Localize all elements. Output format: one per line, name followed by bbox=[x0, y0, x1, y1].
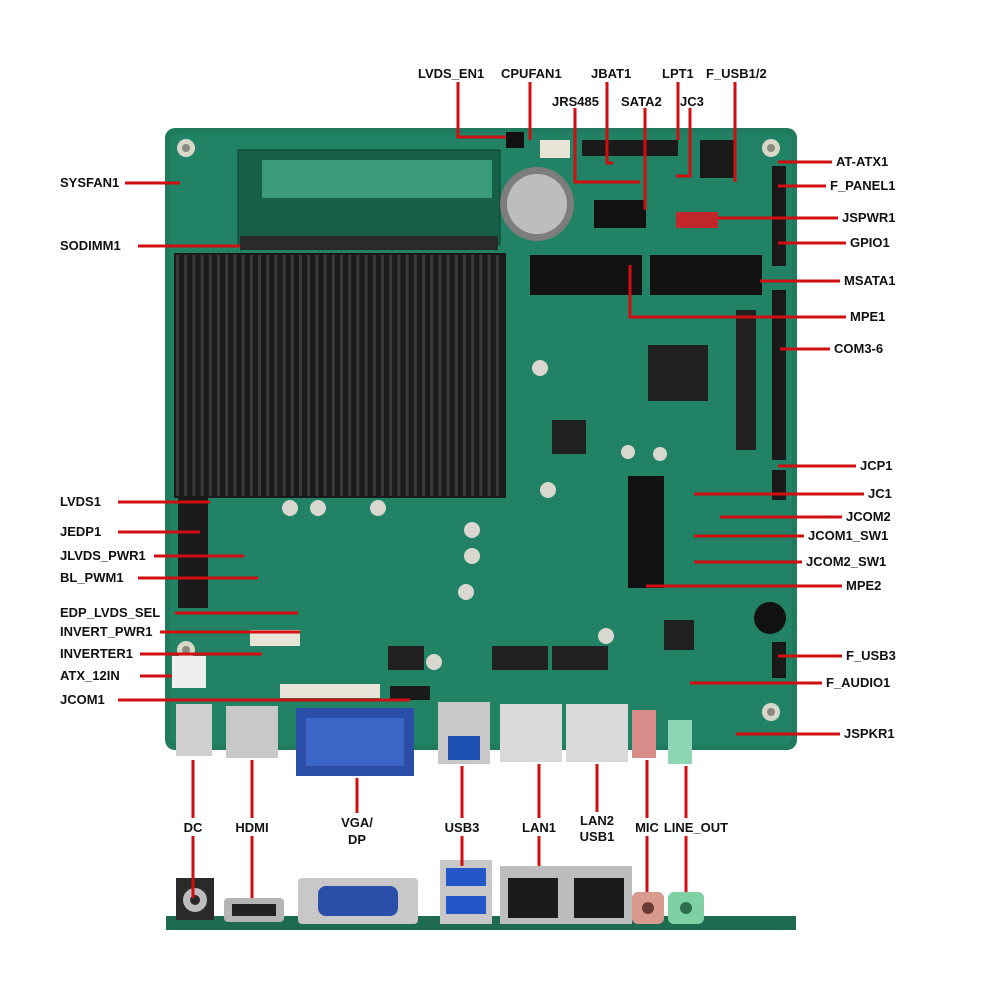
label-sodimm1: SODIMM1 bbox=[60, 238, 121, 253]
label-jbat1: JBAT1 bbox=[591, 66, 632, 81]
heatsink bbox=[174, 253, 506, 498]
label-jc1: JC1 bbox=[868, 486, 892, 501]
label-msata1: MSATA1 bbox=[844, 273, 896, 288]
board-top-view bbox=[165, 128, 797, 776]
label-usb3: USB3 bbox=[444, 820, 480, 835]
label-vga-line1: VGA/ bbox=[341, 815, 373, 830]
label-dc: DC bbox=[183, 820, 203, 835]
label-atx-12in: ATX_12IN bbox=[60, 668, 120, 683]
label-mpe1: MPE1 bbox=[850, 309, 886, 324]
dc-jack-top bbox=[176, 704, 212, 756]
hdmi-port-top bbox=[226, 706, 278, 758]
label-jcom2-sw1: JCOM2_SW1 bbox=[806, 554, 887, 569]
label-sata2: SATA2 bbox=[621, 94, 662, 109]
label-f-audio1: F_AUDIO1 bbox=[826, 675, 891, 690]
label-jrs485: JRS485 bbox=[552, 94, 599, 109]
label-lan2-line1: LAN2 bbox=[580, 813, 614, 828]
line-out-jack-top bbox=[668, 720, 692, 764]
label-jspwr1: JSPWR1 bbox=[842, 210, 896, 225]
lan1-port-top bbox=[500, 704, 562, 762]
label-bl-pwm1: BL_PWM1 bbox=[60, 570, 124, 585]
buzzer bbox=[754, 602, 786, 634]
label-f-panel1: F_PANEL1 bbox=[830, 178, 896, 193]
label-jcp1: JCP1 bbox=[860, 458, 893, 473]
label-f-usb3: F_USB3 bbox=[846, 648, 896, 663]
label-inverter1: INVERTER1 bbox=[60, 646, 133, 661]
label-cpufan1: CPUFAN1 bbox=[501, 66, 562, 81]
leader-lines bbox=[118, 82, 864, 898]
label-hdmi: HDMI bbox=[235, 820, 269, 835]
label-at-atx1: AT-ATX1 bbox=[836, 154, 889, 169]
label-sysfan1: SYSFAN1 bbox=[60, 175, 120, 190]
label-mic: MIC bbox=[635, 820, 659, 835]
mic-jack-top bbox=[632, 710, 656, 758]
label-jcom2: JCOM2 bbox=[846, 509, 891, 524]
label-jc3: JC3 bbox=[680, 94, 704, 109]
label-jlvds-pwr1: JLVDS_PWR1 bbox=[60, 548, 146, 563]
label-lan2-line2: USB1 bbox=[579, 829, 615, 844]
label-lan1: LAN1 bbox=[522, 820, 556, 835]
label-invert-pwr1: INVERT_PWR1 bbox=[60, 624, 153, 639]
lan2-port-top bbox=[566, 704, 628, 762]
label-line-out: LINE_OUT bbox=[663, 820, 729, 835]
label-lpt1: LPT1 bbox=[662, 66, 694, 81]
label-lvds1: LVDS1 bbox=[60, 494, 101, 509]
label-jcom1: JCOM1 bbox=[60, 692, 105, 707]
label-lvds-en1: LVDS_EN1 bbox=[418, 66, 485, 81]
label-jcom1-sw1: JCOM1_SW1 bbox=[808, 528, 889, 543]
rear-panel-view bbox=[166, 860, 796, 930]
label-f-usb12: F_USB1/2 bbox=[706, 66, 767, 81]
label-mpe2: MPE2 bbox=[846, 578, 882, 593]
label-jedp1: JEDP1 bbox=[60, 524, 102, 539]
label-vga-line2: DP bbox=[347, 832, 367, 847]
label-jspkr1: JSPKR1 bbox=[844, 726, 895, 741]
label-edp-lvds-sel: EDP_LVDS_SEL bbox=[60, 605, 161, 620]
label-gpio1: GPIO1 bbox=[850, 235, 890, 250]
label-com3-6: COM3-6 bbox=[834, 341, 884, 356]
